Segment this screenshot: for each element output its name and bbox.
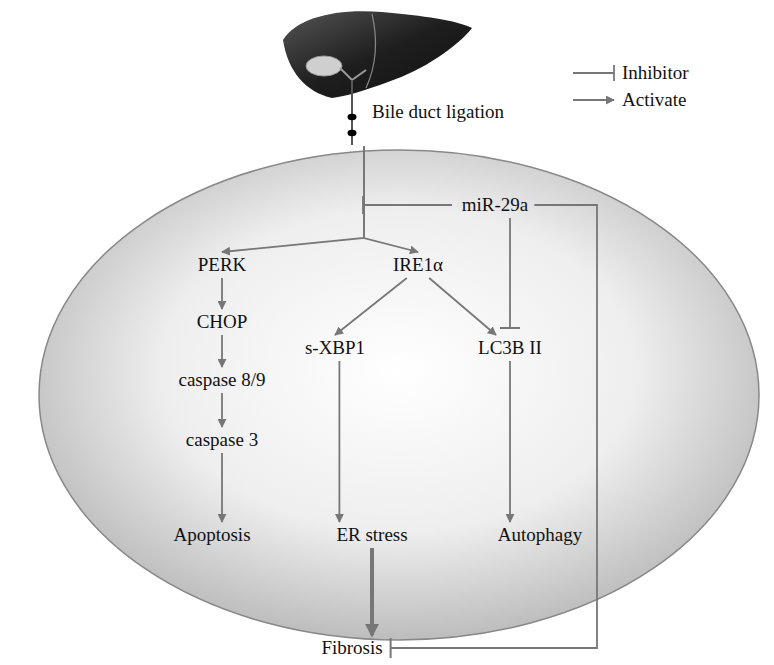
pathway-node: ER stress	[333, 523, 410, 547]
activation-arrow	[221, 393, 223, 427]
inhibition-connector	[509, 218, 511, 328]
pathway-node: PERK	[195, 253, 250, 277]
pathway-node: caspase 8/9	[175, 368, 268, 392]
cell-outline	[39, 150, 759, 640]
node-label: caspase 3	[186, 429, 258, 451]
activation-arrow	[370, 548, 374, 635]
node-label: miR-29a	[462, 194, 529, 216]
pathway-node: IRE1α	[390, 253, 446, 277]
pathway-node: Bile duct ligation	[369, 100, 507, 124]
pathway-node: Fibrosis	[318, 636, 385, 660]
legend-symbols	[573, 65, 614, 100]
node-label: LC3B II	[478, 337, 542, 359]
activation-arrow	[429, 278, 496, 335]
liver-illustration	[283, 11, 472, 145]
activation-arrow	[221, 278, 223, 309]
pathway-node: s-XBP1	[302, 336, 368, 360]
node-label: Bile duct ligation	[372, 101, 504, 123]
node-label: caspase 8/9	[178, 369, 265, 391]
node-label: ER stress	[336, 524, 407, 546]
activation-arrow	[221, 335, 223, 367]
node-label: PERK	[198, 254, 247, 276]
pathway-node: CHOP	[194, 310, 251, 334]
node-label: CHOP	[197, 311, 248, 333]
node-label: IRE1α	[393, 254, 443, 276]
pathway-node: LC3B II	[475, 336, 545, 360]
pathway-node: Autophagy	[495, 523, 585, 547]
activation-arrow	[221, 453, 223, 522]
legend-label: Inhibitor	[622, 62, 689, 84]
inhibition-connector	[391, 205, 597, 648]
activation-arrow	[222, 146, 364, 252]
node-label: Autophagy	[498, 524, 582, 546]
pathway-node: miR-29a	[459, 193, 532, 217]
inhibition-bar	[363, 196, 452, 214]
activation-arrow	[364, 146, 418, 252]
activation-arrow	[509, 361, 511, 522]
pathway-node: caspase 3	[183, 428, 261, 452]
node-label: s-XBP1	[305, 337, 365, 359]
node-label: Apoptosis	[173, 524, 250, 546]
activation-arrow	[335, 278, 407, 335]
activation-arrow	[338, 361, 340, 522]
pathway-node: Apoptosis	[170, 523, 253, 547]
legend-label: Activate	[622, 89, 686, 111]
node-label: Fibrosis	[321, 637, 382, 659]
